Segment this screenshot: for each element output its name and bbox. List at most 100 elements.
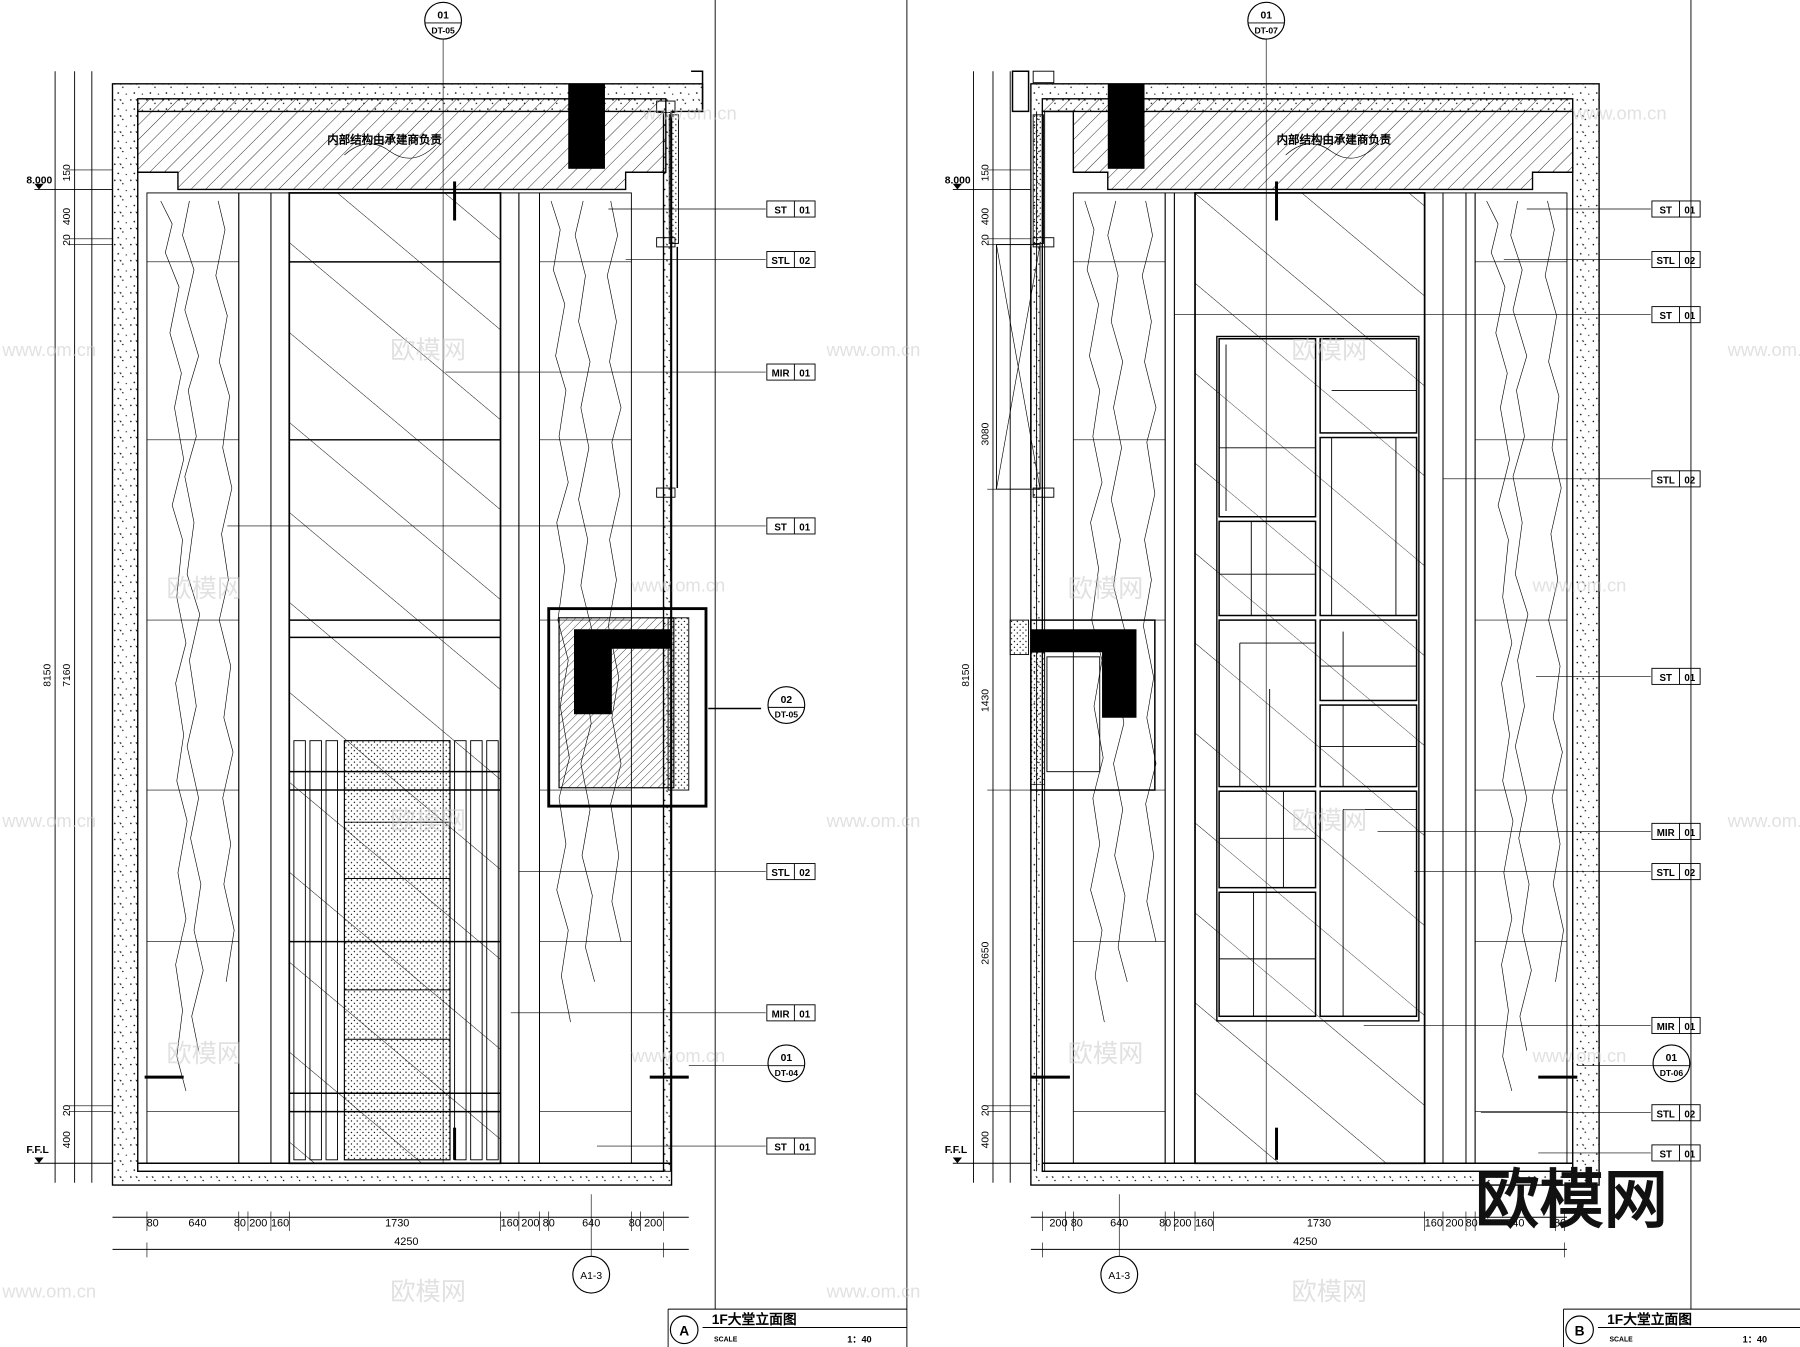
svg-text:160: 160 xyxy=(1425,1217,1443,1229)
svg-text:400: 400 xyxy=(62,208,73,225)
svg-text:欧模网: 欧模网 xyxy=(166,575,242,603)
svg-text:www.om.cn: www.om.cn xyxy=(642,102,737,123)
svg-text:80: 80 xyxy=(629,1217,641,1229)
svg-text:欧模网: 欧模网 xyxy=(1068,575,1144,603)
material-tag: ST 01 xyxy=(766,200,816,218)
svg-text:80: 80 xyxy=(1466,1217,1478,1229)
svg-text:STL: STL xyxy=(1656,868,1674,879)
svg-text:160: 160 xyxy=(501,1217,519,1229)
svg-text:欧模网: 欧模网 xyxy=(390,1278,466,1306)
svg-text:MIR: MIR xyxy=(1657,1022,1675,1033)
svg-text:200: 200 xyxy=(1445,1217,1463,1229)
grid-bubble: A1-3 xyxy=(1100,1255,1139,1294)
svg-text:400: 400 xyxy=(980,208,991,225)
vertical-dimensions: 8.000 F.F.L 150 400 20 3080 8150 1430 26… xyxy=(945,71,1031,1183)
svg-text:ST: ST xyxy=(1659,673,1672,684)
svg-text:80: 80 xyxy=(1071,1217,1083,1229)
svg-text:SCALE: SCALE xyxy=(714,1336,738,1343)
svg-text:150: 150 xyxy=(980,164,991,181)
svg-text:20: 20 xyxy=(980,234,991,246)
elevation-a: 内部结构由承建商负责 xyxy=(26,1,907,1347)
svg-text:1：40: 1：40 xyxy=(1743,1334,1767,1344)
vertical-dimensions: 8.000 F.F.L 150 400 20 8150 7160 20 400 xyxy=(26,71,113,1183)
svg-text:02: 02 xyxy=(1684,1109,1695,1120)
svg-text:01: 01 xyxy=(799,206,810,217)
svg-text:01: 01 xyxy=(1684,1150,1695,1161)
svg-text:80: 80 xyxy=(1554,1217,1566,1229)
svg-text:欧模网: 欧模网 xyxy=(1068,1040,1144,1068)
svg-text:ST: ST xyxy=(774,1143,787,1154)
drawing-title: 1F大堂立面图 xyxy=(1607,1311,1692,1327)
callout-top: 01 DT-05 xyxy=(424,1,463,40)
svg-text:DT-06: DT-06 xyxy=(1660,1068,1684,1078)
svg-text:80: 80 xyxy=(1159,1217,1171,1229)
svg-text:B: B xyxy=(1575,1324,1585,1339)
svg-text:02: 02 xyxy=(781,695,793,706)
svg-text:ST: ST xyxy=(1659,206,1672,217)
svg-text:欧模网: 欧模网 xyxy=(1291,1278,1367,1306)
grid-bubble: A1-3 xyxy=(572,1255,611,1294)
svg-text:02: 02 xyxy=(1684,475,1695,486)
mirror-panel xyxy=(1194,192,1426,1165)
svg-text:DT-05: DT-05 xyxy=(775,710,799,720)
stone-panel-left xyxy=(146,192,240,1164)
steel-strip xyxy=(500,192,520,1164)
svg-text:欧模网: 欧模网 xyxy=(390,336,466,364)
svg-text:1：40: 1：40 xyxy=(847,1334,871,1344)
horizontal-dimensions: 200 80 640 80 200 160 1730 160 200 80 64… xyxy=(1030,1211,1567,1258)
slab-note: 内部结构由承建商负责 xyxy=(1277,133,1392,147)
svg-text:ST: ST xyxy=(1659,311,1672,322)
material-tag: MIR 01 xyxy=(1651,1016,1701,1034)
svg-text:ST: ST xyxy=(774,523,787,534)
svg-text:3080: 3080 xyxy=(980,422,991,445)
steel-strip xyxy=(238,192,272,1164)
svg-text:02: 02 xyxy=(799,256,810,267)
svg-text:MIR: MIR xyxy=(1657,828,1675,839)
svg-text:01: 01 xyxy=(1684,206,1695,217)
svg-text:01: 01 xyxy=(1684,1022,1695,1033)
callout-section: 02 DT-05 xyxy=(767,686,806,725)
svg-text:www.om.cn: www.om.cn xyxy=(1727,810,1800,831)
svg-text:80: 80 xyxy=(543,1217,555,1229)
material-tag: ST 01 xyxy=(766,1137,816,1155)
svg-text:ST: ST xyxy=(774,206,787,217)
callout-detail: 01 DT-06 xyxy=(1577,1044,1691,1083)
title-block: A 1F大堂立面图 SCALE 1：40 xyxy=(667,1308,907,1347)
svg-text:02: 02 xyxy=(1684,256,1695,267)
elevation-b: 内部结构由承建商负责 xyxy=(945,1,1800,1347)
horizontal-dimensions: 80 640 80 200 160 1730 160 200 80 640 80… xyxy=(112,1211,689,1258)
callout-top: 01 DT-07 xyxy=(1247,1,1286,40)
svg-text:1730: 1730 xyxy=(385,1217,409,1229)
svg-text:01: 01 xyxy=(781,1053,793,1064)
svg-text:20: 20 xyxy=(62,234,73,246)
material-tag: STL 02 xyxy=(1651,1104,1701,1122)
svg-text:欧模网: 欧模网 xyxy=(390,807,466,835)
material-tag: STL 02 xyxy=(766,251,816,269)
svg-text:STL: STL xyxy=(771,256,789,267)
svg-text:www.om.cn: www.om.cn xyxy=(1572,102,1667,123)
svg-text:www.om.cn: www.om.cn xyxy=(1727,339,1800,360)
svg-text:DT-05: DT-05 xyxy=(431,25,455,35)
slatted-screen xyxy=(289,740,501,1161)
svg-text:01: 01 xyxy=(799,1143,810,1154)
svg-text:01: 01 xyxy=(799,523,810,534)
svg-text:www.om.cn: www.om.cn xyxy=(826,1281,921,1302)
svg-text:01: 01 xyxy=(1260,10,1272,21)
svg-text:20: 20 xyxy=(62,1104,73,1116)
svg-text:640: 640 xyxy=(1506,1217,1524,1229)
svg-text:F.F.L: F.F.L xyxy=(26,1145,48,1156)
svg-text:20: 20 xyxy=(980,1104,991,1116)
svg-text:4250: 4250 xyxy=(1293,1236,1317,1248)
svg-text:www.om.cn: www.om.cn xyxy=(630,1045,725,1066)
svg-text:1430: 1430 xyxy=(980,689,991,712)
svg-text:MIR: MIR xyxy=(772,1009,790,1020)
svg-text:160: 160 xyxy=(1195,1217,1213,1229)
ceiling-slab xyxy=(137,98,667,191)
svg-text:STL: STL xyxy=(1656,1109,1674,1120)
